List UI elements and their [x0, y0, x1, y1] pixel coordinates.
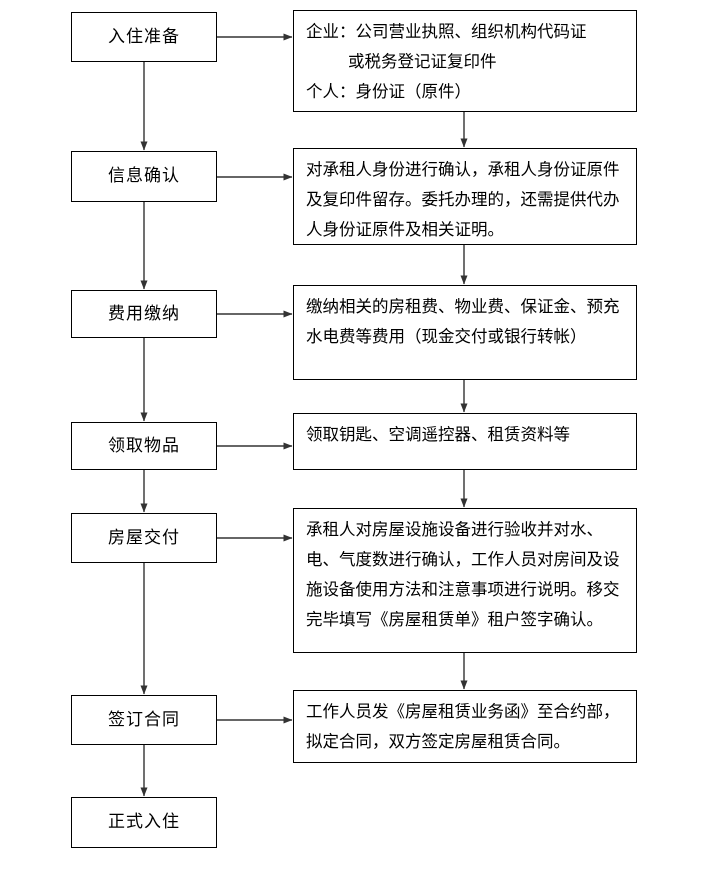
stage-label: 正式入住: [108, 812, 180, 833]
stage-label: 签订合同: [108, 709, 180, 730]
horizontal-connectors: [217, 33, 293, 724]
detail-box-fee-payment: 缴纳相关的房租费、物业费、保证金、预充水电费等费用（现金交付或银行转帐）: [293, 285, 637, 380]
stage-box-fee-payment[interactable]: 费用缴纳: [71, 290, 217, 338]
stage-box-move-in-preparation[interactable]: 入住准备: [71, 12, 217, 62]
stage-box-sign-contract[interactable]: 签订合同: [71, 695, 217, 745]
stage-box-house-handover[interactable]: 房屋交付: [71, 513, 217, 563]
stage-box-information-confirmation[interactable]: 信息确认: [71, 151, 217, 202]
detail-box-move-in-preparation: 企业：公司营业执照、组织机构代码证 或税务登记证复印件 个人：身份证（原件）: [293, 10, 637, 112]
stage-label: 领取物品: [108, 435, 180, 456]
stage-label: 房屋交付: [108, 527, 180, 548]
stage-label: 费用缴纳: [108, 303, 180, 324]
detail-box-sign-contract: 工作人员发《房屋租赁业务函》至合约部，拟定合同，双方签定房屋租赁合同。: [293, 690, 637, 763]
stage-box-official-move-in[interactable]: 正式入住: [71, 797, 217, 848]
stage-box-collect-items[interactable]: 领取物品: [71, 422, 217, 470]
detail-box-house-handover: 承租人对房屋设施设备进行验收并对水、电、气度数进行确认，工作人员对房间及设施设备…: [293, 508, 637, 653]
stage-label: 信息确认: [108, 166, 180, 187]
stage-label: 入住准备: [108, 26, 180, 47]
detail-box-collect-items: 领取钥匙、空调遥控器、租赁资料等: [293, 413, 637, 470]
detail-box-information-confirmation: 对承租人身份进行确认，承租人身份证原件及复印件留存。委托办理的，还需提供代办人身…: [293, 148, 637, 245]
